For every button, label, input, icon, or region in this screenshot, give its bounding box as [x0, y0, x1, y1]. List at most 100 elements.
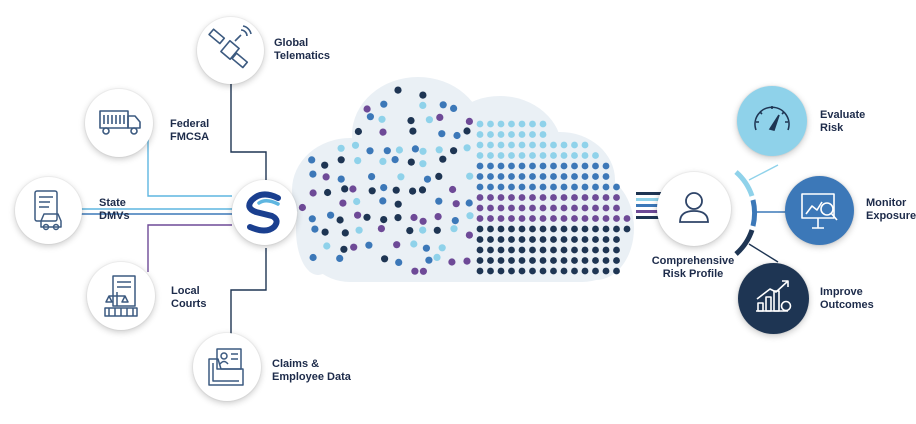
cloud-grid-dot [550, 246, 557, 254]
cloud-grid-dot [518, 173, 526, 180]
cloud-grid-dot [476, 215, 484, 222]
cloud-grid-dot [539, 246, 547, 254]
cloud-dot [410, 213, 418, 222]
cloud-grid-dot [560, 173, 568, 180]
cloud-grid-dot [487, 257, 494, 264]
cloud-grid-dot [487, 236, 494, 243]
cloud-grid-dot [487, 120, 494, 128]
cloud-grid-dot [592, 162, 599, 170]
cloud-grid-dot [518, 141, 526, 149]
cloud-grid-dot [518, 215, 526, 222]
cloud-dot [465, 117, 473, 125]
cloud-dot [363, 105, 371, 113]
cloud-grid-dot [592, 257, 599, 264]
cloud-dot [378, 115, 386, 123]
cloud-grid-dot [529, 131, 536, 138]
cloud-grid-dot [613, 204, 620, 212]
cloud-grid-dot [518, 162, 526, 170]
cloud-grid-dot [529, 141, 536, 149]
cloud-grid-dot [497, 183, 505, 191]
cloud-dot [379, 128, 387, 136]
cloud-dot [349, 185, 357, 193]
cloud-grid-dot [539, 131, 547, 138]
cloud-grid-dot [529, 267, 536, 275]
cloud-dot [435, 146, 443, 154]
cloud-dot [450, 147, 458, 155]
user-icon [679, 192, 709, 223]
cloud-grid-dot [550, 236, 557, 243]
cloud-grid-dot [592, 267, 599, 275]
gauge-icon [754, 106, 790, 131]
cloud-grid-dot [508, 173, 515, 180]
cloud-grid-dot [476, 204, 484, 212]
cloud-dot [379, 197, 387, 205]
cloud-grid-dot [623, 215, 631, 222]
cloud-grid-dot [602, 173, 610, 180]
cloud-grid-dot [602, 183, 610, 191]
cloud-dot [394, 214, 402, 222]
cloud-dot [419, 160, 427, 168]
cloud-grid-dot [571, 162, 578, 170]
cloud-dot [353, 197, 361, 206]
cloud-dot [395, 258, 403, 266]
cloud-dot [407, 158, 415, 166]
cloud-grid-dot [581, 152, 589, 159]
cloud-dot [419, 147, 427, 155]
cloud-dot [311, 225, 319, 233]
cloud-grid-dot [592, 215, 599, 222]
cloud-grid-dot [508, 204, 515, 212]
cloud-grid-dot [539, 141, 547, 149]
cloud-grid-dot [592, 225, 599, 233]
cloud-grid-dot [518, 236, 526, 243]
cloud-grid-dot [550, 173, 557, 180]
cloud-grid-dot [592, 173, 599, 180]
cloud-grid-dot [476, 173, 484, 180]
cloud-dot [452, 200, 460, 208]
cloud-grid-dot [497, 204, 505, 212]
cloud-grid-dot [560, 183, 568, 191]
folder-id-card-icon [208, 348, 244, 386]
cloud-grid-dot [487, 141, 494, 149]
cloud-grid-dot [497, 162, 505, 170]
cloud-dot [354, 211, 362, 219]
cloud-grid-dot [508, 131, 515, 138]
cloud-grid-dot [539, 257, 547, 264]
cloud-dot [354, 127, 362, 136]
cloud-dot [449, 185, 457, 194]
cloud-dot [395, 146, 403, 154]
cloud-dot [322, 173, 330, 181]
cloud-dot [321, 161, 329, 169]
cloud-grid-dot [602, 267, 610, 275]
cloud-dot [351, 141, 360, 149]
cloud-grid-dot [529, 204, 536, 212]
cloud-dot [336, 254, 344, 262]
cloud-dot [308, 156, 316, 164]
cloud-grid-dot [476, 131, 484, 138]
cloud-grid-dot [571, 173, 578, 180]
truck-icon [99, 110, 141, 135]
source-node-fmcsa [85, 89, 153, 157]
cloud-dot [463, 127, 471, 135]
cloud-grid-dot [581, 246, 589, 254]
cloud-grid-dot [476, 194, 484, 201]
cloud-grid-dot [487, 152, 494, 159]
cloud-grid-dot [560, 141, 568, 149]
cloud-dot [419, 217, 427, 225]
license-car-icon [34, 190, 62, 231]
hub-node [232, 180, 297, 245]
cloud-grid-dot [560, 257, 568, 264]
cloud-dot [448, 258, 456, 266]
cloud-grid-dot [487, 215, 494, 222]
cloud-grid-dot [518, 194, 526, 201]
label-claims: Claims &Employee Data [272, 358, 351, 383]
cloud-dot [419, 267, 427, 275]
cloud-grid-dot [497, 194, 505, 201]
cloud-grid-dot [518, 120, 526, 128]
chart-magnifier-icon [801, 193, 838, 229]
cloud-grid-dot [508, 225, 515, 233]
cloud-grid-dot [508, 120, 515, 128]
cloud-dot [438, 244, 446, 252]
